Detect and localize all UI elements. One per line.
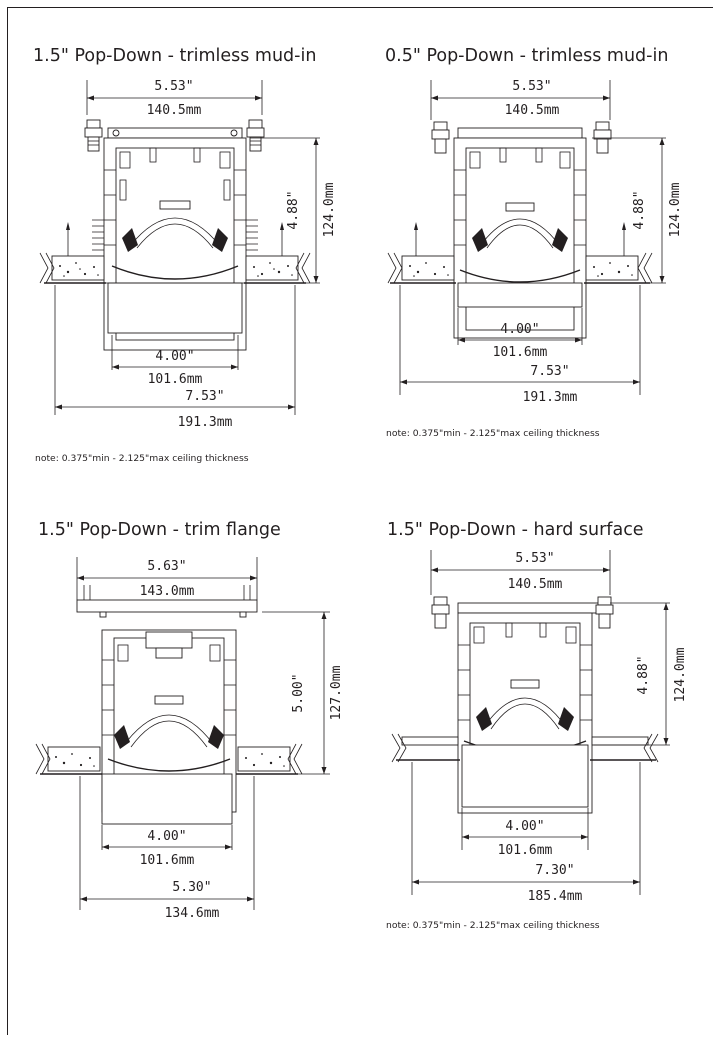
panel-4-connector-right <box>595 596 614 629</box>
panel-3-overall-mm: 134.6mm <box>165 906 220 921</box>
panel-2-connector-right <box>593 121 612 154</box>
panel-3-aperture-dimension: 4.00" 101.6mm <box>101 825 233 868</box>
panel-4-height-mm: 124.0mm <box>673 647 688 702</box>
panel-4-height-dimension: 4.88" 124.0mm <box>594 602 688 746</box>
panel-2-note: note: 0.375"min - 2.125"max ceiling thic… <box>386 428 600 439</box>
panel-1-aperture-mm: 101.6mm <box>148 372 203 387</box>
panel-2-aperture-inches: 4.00" <box>500 322 539 337</box>
panel-1-top-mm: 140.5mm <box>147 103 202 118</box>
panel-1-title: 1.5" Pop-Down - trimless mud-in <box>33 46 317 66</box>
panel-2-aperture-mm: 101.6mm <box>493 345 548 360</box>
panel-4-connector-left <box>431 596 450 629</box>
panel-1-overall-dimension: 7.53" 191.3mm <box>54 285 296 430</box>
panel-1-ceiling-right <box>244 222 311 284</box>
panel-1-overall-mm: 191.3mm <box>178 415 233 430</box>
panel-4-ceiling-left <box>391 733 460 763</box>
panel-4-top-dimension: 5.53" 140.5mm <box>430 550 611 595</box>
panel-2-overall-mm: 191.3mm <box>523 390 578 405</box>
panel-4-top-mm: 140.5mm <box>508 577 563 592</box>
panel-3-top-dimension: 5.63" 143.0mm <box>76 557 258 600</box>
panel-2-height-dimension: 4.88" 124.0mm <box>592 137 683 284</box>
panel-2-top-dimension: 5.53" 140.5mm <box>430 79 611 120</box>
panel-1-height-mm: 124.0mm <box>322 182 337 237</box>
panel-1-aperture-inches: 4.00" <box>155 349 194 364</box>
panel-1-height-inches: 4.88" <box>286 190 301 229</box>
panel-3-aperture-mm: 101.6mm <box>140 853 195 868</box>
panel-1-note: note: 0.375"min - 2.125"max ceiling thic… <box>35 453 249 464</box>
panel-4-height-inches: 4.88" <box>636 655 651 694</box>
panel-2-aperture-dimension: 4.00" 101.6mm <box>457 308 583 360</box>
panel-2-ceiling-right <box>584 222 653 284</box>
panel-1-drawing: 5.53" 140.5mm <box>39 79 337 430</box>
panel-3-height-mm: 127.0mm <box>329 665 344 720</box>
panel-3-height-inches: 5.00" <box>291 673 306 712</box>
panel-3-ceiling-left <box>35 743 102 775</box>
panel-4-overall-inches: 7.30" <box>535 863 574 878</box>
panel-2-ceiling-left <box>387 222 456 284</box>
panel-3-aperture-inches: 4.00" <box>147 829 186 844</box>
panel-3-top-inches: 5.63" <box>147 559 186 574</box>
panel-4-aperture-dimension: 4.00" 101.6mm <box>461 808 589 858</box>
panel-1-ceiling-left <box>39 222 106 284</box>
panel-4-note: note: 0.375"min - 2.125"max ceiling thic… <box>386 920 600 931</box>
panel-2-overall-dimension: 7.53" 191.3mm <box>399 285 641 405</box>
panel-3-overall-inches: 5.30" <box>172 880 211 895</box>
panel-2-overall-inches: 7.53" <box>530 364 569 379</box>
panel-3-ceiling-right <box>236 743 303 775</box>
panel-2-height-mm: 124.0mm <box>668 182 683 237</box>
panel-4-aperture-mm: 101.6mm <box>498 843 553 858</box>
panel-1-top-dimension: 5.53" 140.5mm <box>86 79 263 118</box>
panel-4-overall-dimension: 7.30" 185.4mm <box>411 762 641 904</box>
panel-2-top-mm: 140.5mm <box>505 103 560 118</box>
panel-1-overall-inches: 7.53" <box>185 389 224 404</box>
panel-3-top-mm: 143.0mm <box>140 584 195 599</box>
panel-3-height-dimension: 5.00" 127.0mm <box>240 611 344 775</box>
panel-1-aperture-dimension: 4.00" 101.6mm <box>111 335 239 387</box>
panel-1-connector-right <box>246 119 265 152</box>
panel-1-top-inches: 5.53" <box>154 79 193 94</box>
panel-2-drawing: 5.53" 140.5mm 4.88" <box>387 79 683 405</box>
panel-4-drawing: 5.53" 140.5mm 4.88" 124.0mm <box>391 550 688 904</box>
panel-2-title: 0.5" Pop-Down - trimless mud-in <box>385 46 669 66</box>
panel-1-connector-left <box>84 119 103 152</box>
panel-4-title: 1.5" Pop-Down - hard surface <box>387 520 644 540</box>
panel-4-top-inches: 5.53" <box>515 551 554 566</box>
panel-2-height-inches: 4.88" <box>632 190 647 229</box>
panel-2-connector-left <box>431 121 450 154</box>
page-frame <box>7 7 713 1035</box>
panel-4-ceiling-right <box>590 733 659 763</box>
panel-1-height-dimension: 4.88" 124.0mm <box>250 137 337 284</box>
panel-3-drawing: 5.63" 143.0mm 5.00" 127.0mm <box>35 557 344 921</box>
panel-4-aperture-inches: 4.00" <box>505 819 544 834</box>
panel-3-overall-dimension: 5.30" 134.6mm <box>79 776 255 921</box>
panel-3-title: 1.5" Pop-Down - trim flange <box>38 520 281 540</box>
panel-4-overall-mm: 185.4mm <box>528 889 583 904</box>
panel-2-top-inches: 5.53" <box>512 79 551 94</box>
